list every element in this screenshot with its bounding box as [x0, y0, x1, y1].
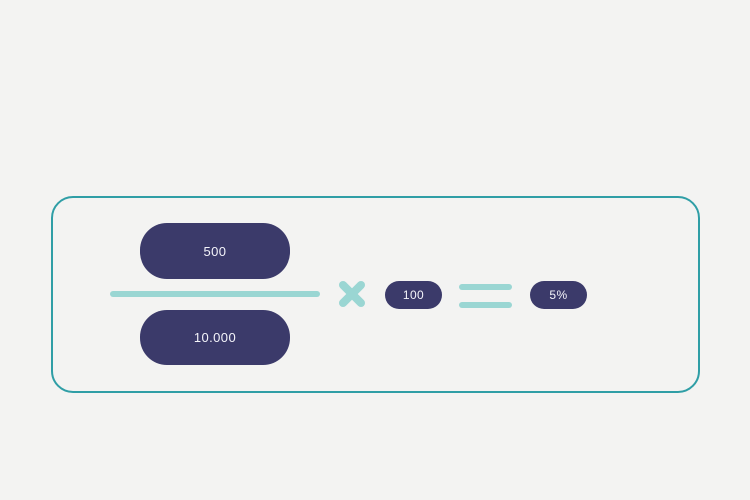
- denominator-value: 10.000: [193, 330, 237, 345]
- result-value: 5%: [549, 288, 568, 302]
- result-pill: 5%: [530, 281, 587, 309]
- numerator-value: 500: [203, 243, 227, 259]
- multiply-icon: [339, 281, 365, 307]
- fraction-line: [110, 291, 320, 297]
- denominator-pill: 10.000: [140, 310, 290, 365]
- multiplier-value: 100: [402, 288, 425, 302]
- equals-icon: [459, 284, 512, 308]
- numerator-pill: 500: [140, 223, 290, 279]
- equals-bar-top: [459, 284, 512, 290]
- formula-card: 500 10.000 100 5%: [51, 196, 700, 393]
- equals-bar-bottom: [459, 302, 512, 308]
- multiplier-pill: 100: [385, 281, 442, 309]
